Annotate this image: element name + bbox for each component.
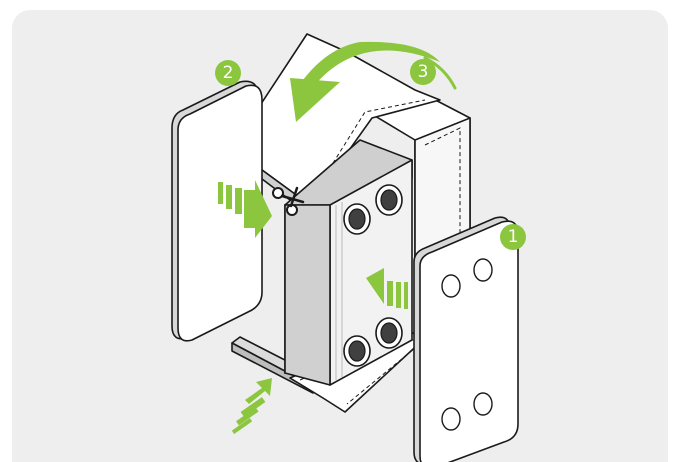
core-port-top-left <box>344 204 370 234</box>
panel-1-hole <box>474 259 492 281</box>
step-marker-2: 2 <box>215 60 241 86</box>
step-marker-3: 3 <box>410 59 436 85</box>
step-marker-1: 1 <box>500 224 526 250</box>
panel-1-hole <box>442 275 460 297</box>
core-port-bottom-left <box>344 336 370 366</box>
heat-exchanger-insulation-diagram: 1 2 3 <box>12 10 668 462</box>
step-marker-3-label: 3 <box>418 62 429 82</box>
panel-1-hole <box>474 393 492 415</box>
core-port-top-right <box>376 185 402 215</box>
step-marker-1-label: 1 <box>508 227 519 247</box>
insulation-panel-1 <box>414 217 518 462</box>
panel-1-hole <box>442 408 460 430</box>
step-marker-2-label: 2 <box>223 63 234 83</box>
arrow-bottom-flap <box>232 378 272 434</box>
core-port-bottom-right <box>376 318 402 348</box>
diagram-canvas: 1 2 3 <box>12 10 668 462</box>
